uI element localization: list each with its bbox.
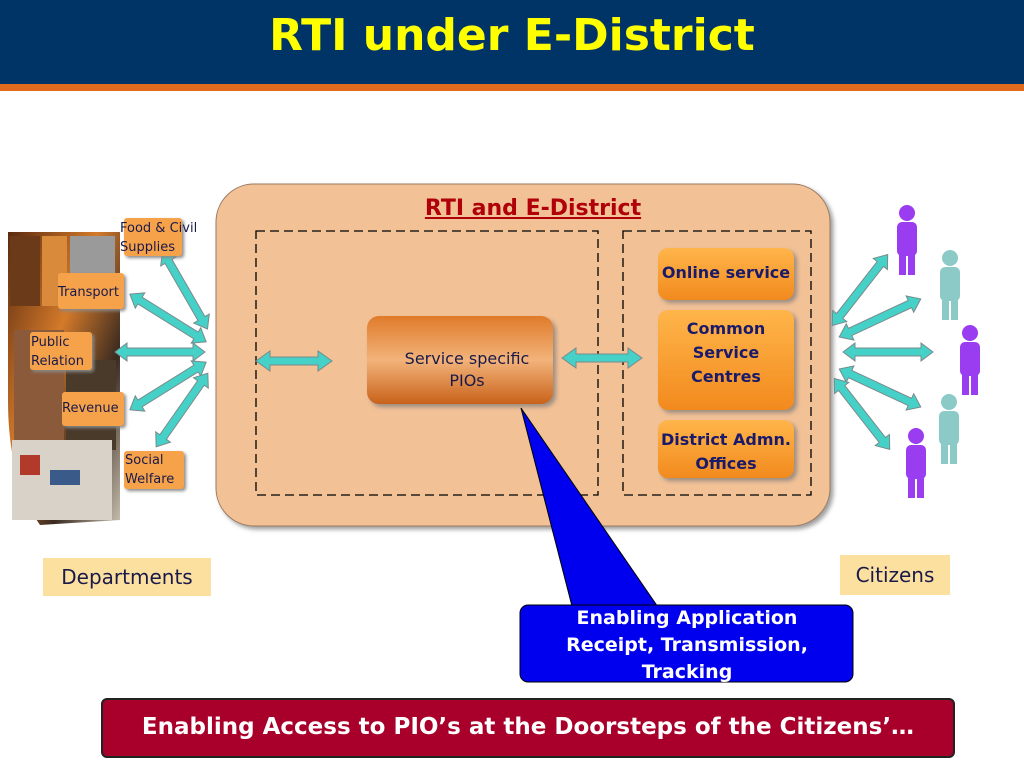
online-service-label: Online service xyxy=(661,263,791,282)
online-service-box xyxy=(658,248,794,300)
citizen-figure-icon xyxy=(906,428,926,498)
citizen-figure-icon xyxy=(897,205,917,275)
dept-label-transport: Transport xyxy=(58,285,120,300)
pio-box xyxy=(367,316,553,404)
citizen-arrow-1 xyxy=(831,253,889,327)
dept-arrow-4 xyxy=(129,360,207,412)
footer-banner: Enabling Access to PIO’s at the Doorstep… xyxy=(101,698,955,758)
pio-label: Service specific PIOs xyxy=(404,349,530,390)
citizen-figure-icon xyxy=(939,394,959,464)
pio-dashed-region xyxy=(255,230,599,496)
citizens-caption: Citizens xyxy=(840,555,950,595)
dept-arrow-5 xyxy=(155,372,209,448)
common-service-centres-label: Common Service Centres xyxy=(686,319,766,386)
district-offices-box xyxy=(658,420,794,478)
dept-arrow-3 xyxy=(114,342,206,362)
dept-tag-food xyxy=(124,218,182,256)
dept-arrow-2 xyxy=(129,292,207,344)
pio-service-arrow xyxy=(561,347,643,369)
title-underline xyxy=(0,84,1024,91)
dept-tag-transport xyxy=(58,273,124,309)
dept-label-revenue: Revenue xyxy=(62,401,119,416)
dept-label-food-civil-supplies: Food & Civil Supplies xyxy=(120,221,198,255)
service-dashed-region xyxy=(622,230,812,496)
citizen-arrow-3 xyxy=(842,342,934,362)
citizen-figures xyxy=(897,205,980,498)
dept-arrow-1 xyxy=(160,250,210,330)
dept-tag-revenue xyxy=(62,392,124,426)
dept-label-public-relation: Public Relation xyxy=(31,335,84,369)
citizen-arrow-4 xyxy=(838,365,922,411)
district-offices-label: District Admn. Offices xyxy=(661,430,791,473)
callout-box xyxy=(519,604,854,683)
common-service-centres-box xyxy=(658,310,794,410)
dept-tag-social-welfare xyxy=(124,451,184,489)
callout-text: Enabling Application Receipt, Transmissi… xyxy=(566,607,808,682)
citizen-figure-icon xyxy=(940,250,960,320)
connector-arrows xyxy=(114,250,934,451)
dept-tag-public-relation xyxy=(30,332,92,370)
footer-text: Enabling Access to PIO’s at the Doorstep… xyxy=(141,714,915,740)
citizen-arrow-2 xyxy=(838,295,922,341)
page-title: RTI under E-District xyxy=(269,10,755,61)
departments-caption: Departments xyxy=(43,558,211,596)
title-bar xyxy=(0,0,1024,84)
citizen-arrow-5 xyxy=(833,377,891,451)
panel-left-arrow xyxy=(255,350,333,372)
citizen-figure-icon xyxy=(960,325,980,395)
panel-title: RTI and E-District xyxy=(424,196,642,221)
dept-label-social-welfare: Social Welfare xyxy=(125,453,175,487)
